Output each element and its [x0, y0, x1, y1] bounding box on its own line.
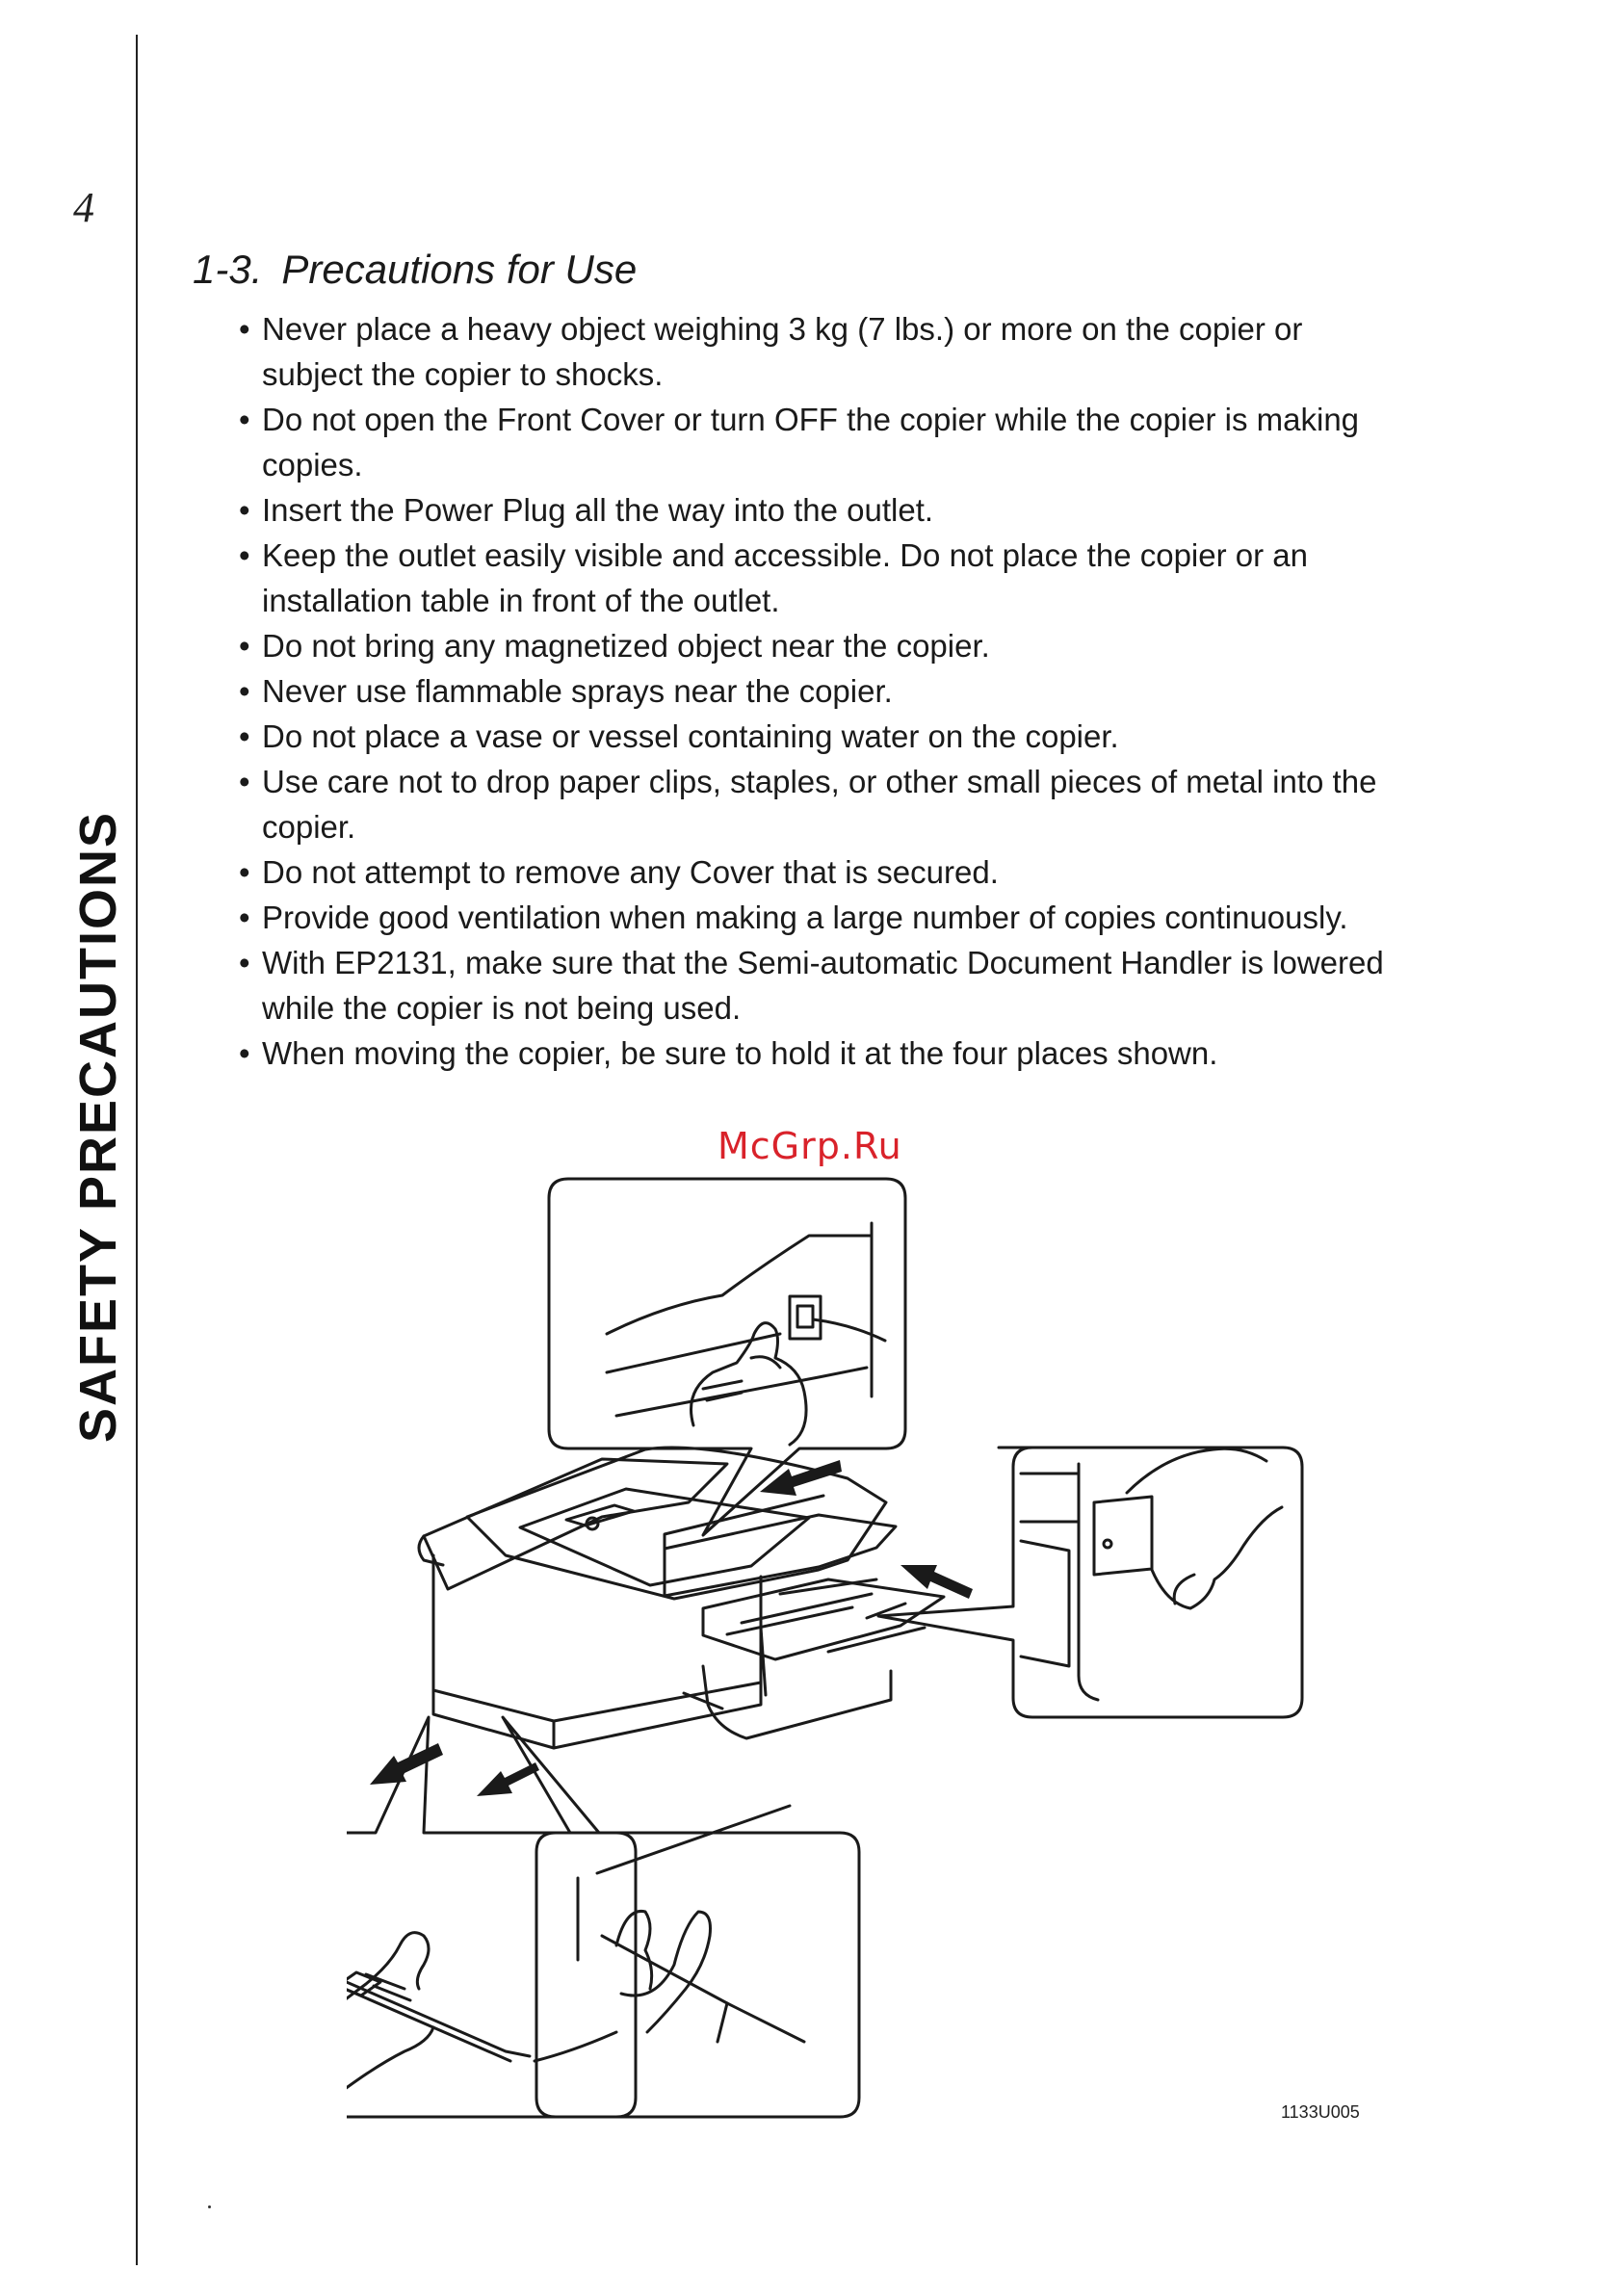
watermark-link[interactable]: McGrp.Ru: [718, 1125, 902, 1167]
list-item: •Do not open the Front Cover or turn OFF…: [239, 397, 1395, 487]
stray-mark: [208, 2205, 211, 2208]
bullet: •: [239, 718, 250, 754]
bullet: •: [239, 492, 250, 528]
list-item: •Never use flammable sprays near the cop…: [239, 668, 1395, 714]
list-item: •Do not bring any magnetized object near…: [239, 623, 1395, 668]
section-number: 1-3.: [193, 247, 263, 292]
bullet: •: [239, 628, 250, 664]
bullet: •: [239, 537, 250, 573]
bullet: •: [239, 764, 250, 799]
list-item: •Do not attempt to remove any Cover that…: [239, 849, 1395, 895]
bullet: •: [239, 1035, 250, 1071]
list-item: •Keep the outlet easily visible and acce…: [239, 533, 1395, 623]
margin-rule: [136, 35, 138, 2265]
bullet: •: [239, 402, 250, 437]
bullet: •: [239, 900, 250, 935]
figure-code: 1133U005: [1281, 2102, 1360, 2122]
section-title: Precautions for Use: [281, 247, 638, 292]
list-item: •Insert the Power Plug all the way into …: [239, 487, 1395, 533]
side-section-title: SAFETY PRECAUTIONS: [69, 810, 127, 1444]
page-number: 4: [73, 184, 94, 231]
list-item: •When moving the copier, be sure to hold…: [239, 1031, 1395, 1076]
callout-side-handhold: [876, 1446, 1304, 1719]
list-item: •Do not place a vase or vessel containin…: [239, 714, 1395, 759]
precautions-list: •Never place a heavy object weighing 3 k…: [239, 306, 1395, 1076]
list-item: •Never place a heavy object weighing 3 k…: [239, 306, 1395, 397]
callout-front-right-handhold: [501, 1715, 861, 2119]
copier-body: [417, 1446, 946, 1750]
copier-carrying-illustration: [347, 1177, 1304, 2119]
bullet: •: [239, 673, 250, 709]
bullet: •: [239, 311, 250, 347]
section-heading: 1-3. Precautions for Use: [193, 247, 637, 293]
bullet: •: [239, 854, 250, 890]
list-item: •With EP2131, make sure that the Semi-au…: [239, 940, 1395, 1031]
bullet: •: [239, 945, 250, 980]
list-item: •Use care not to drop paper clips, stapl…: [239, 759, 1395, 849]
list-item: •Provide good ventilation when making a …: [239, 895, 1395, 940]
callout-rear-handhold: [547, 1177, 907, 1537]
